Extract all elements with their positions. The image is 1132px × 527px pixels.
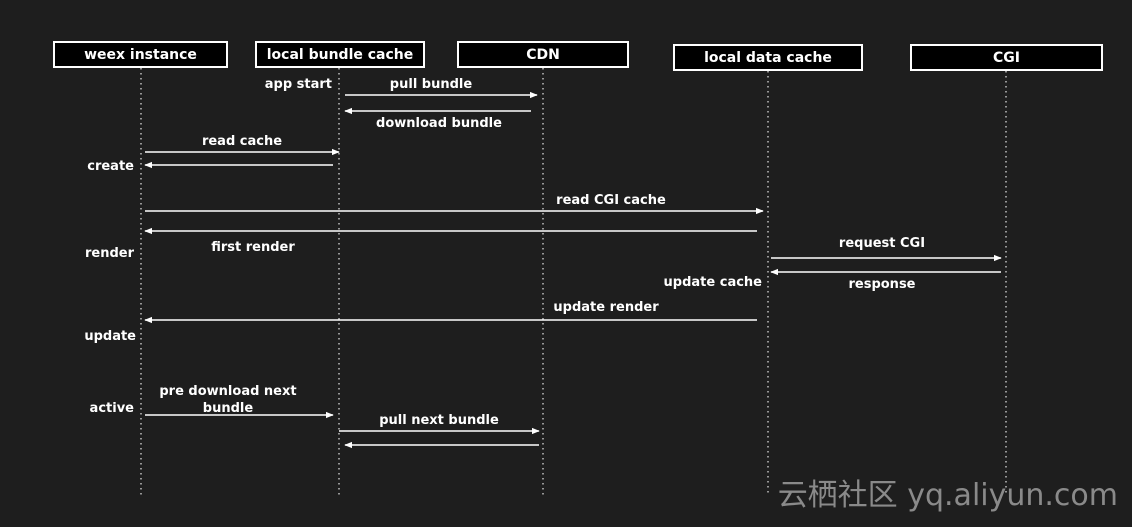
- label-update: update: [84, 329, 136, 344]
- msg-pull-bundle: pull bundle: [390, 77, 473, 92]
- msg-update-render: update render: [553, 300, 659, 315]
- msg-pre-download-line2: bundle: [203, 401, 254, 416]
- msg-download-bundle: download bundle: [376, 116, 502, 131]
- participant-cgi: CGI: [910, 44, 1103, 71]
- participant-cdn-label: CDN: [526, 47, 560, 63]
- participant-data: local data cache: [673, 44, 863, 71]
- label-create: create: [87, 159, 134, 174]
- msg-pre-download-line1: pre download next: [159, 384, 296, 399]
- participant-bundle-label: local bundle cache: [267, 47, 414, 63]
- msg-first-render: first render: [211, 240, 295, 255]
- msg-pull-next-bundle: pull next bundle: [379, 413, 499, 428]
- label-update-cache: update cache: [664, 275, 763, 290]
- participant-weex: weex instance: [53, 41, 228, 68]
- participant-cgi-label: CGI: [993, 50, 1020, 66]
- label-active: active: [90, 401, 135, 416]
- watermark-text: 云栖社区 yq.aliyun.com: [778, 478, 1118, 513]
- participant-bundle: local bundle cache: [255, 41, 425, 68]
- participant-weex-label: weex instance: [84, 47, 197, 63]
- msg-request-cgi: request CGI: [839, 236, 925, 251]
- msg-read-cache: read cache: [202, 134, 282, 149]
- msg-read-cgi-cache: read CGI cache: [556, 193, 666, 208]
- participant-data-label: local data cache: [704, 50, 832, 66]
- label-app-start: app start: [265, 77, 332, 92]
- participant-cdn: CDN: [457, 41, 629, 68]
- label-render: render: [85, 246, 135, 261]
- msg-response: response: [848, 277, 915, 292]
